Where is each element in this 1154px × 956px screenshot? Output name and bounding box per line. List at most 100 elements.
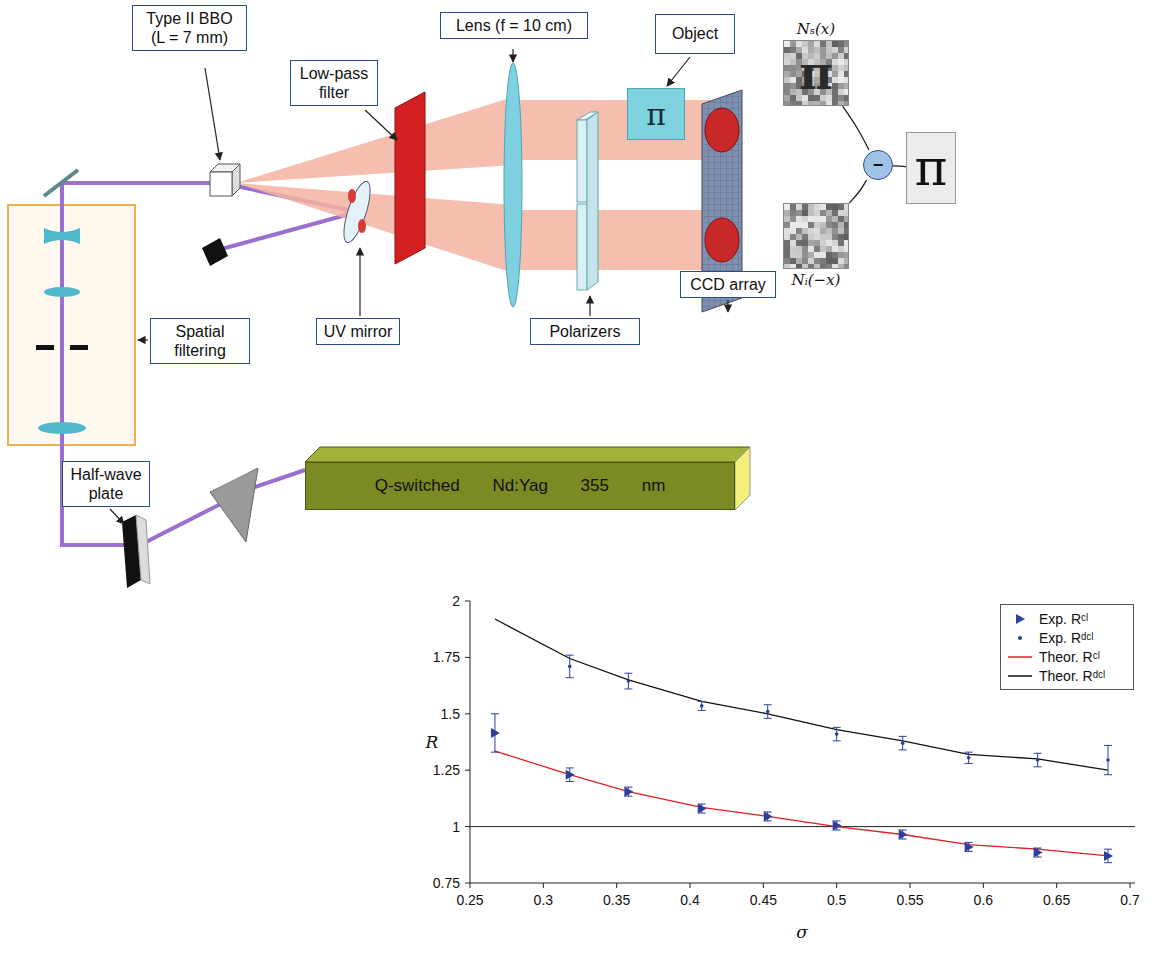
noise-pixel <box>826 264 832 269</box>
noise-pixel <box>790 234 796 240</box>
tick-label: 0.5 <box>827 892 846 908</box>
noise-pixel <box>826 240 832 246</box>
tick <box>465 883 470 884</box>
noise-pixel <box>844 222 849 228</box>
noise-pixel <box>784 222 790 228</box>
noise-pixel <box>832 65 838 71</box>
label-box: UV mirror <box>316 318 400 345</box>
error-bar <box>491 714 499 752</box>
noise-pixel <box>790 89 796 95</box>
noise-pixel <box>832 204 838 210</box>
tick-label: 0.4 <box>680 892 699 908</box>
noise-pixel <box>790 83 796 89</box>
noise-pixel <box>844 246 849 252</box>
noise-pixel <box>784 59 790 65</box>
legend-text: Exp. Rᵈᶜˡ <box>1039 630 1093 646</box>
noise-pixel <box>844 71 849 77</box>
error-bar <box>566 655 574 678</box>
prism-face <box>210 468 258 492</box>
noise-pixel <box>844 83 849 89</box>
noise-pixel <box>808 246 814 252</box>
data-point <box>766 710 770 714</box>
noisy-image <box>783 203 849 269</box>
noise-pixel <box>790 216 796 222</box>
laser-end <box>735 447 750 510</box>
leader-line <box>359 248 360 316</box>
label-text: Lens (f = 10 cm) <box>456 16 572 35</box>
signal-beam <box>513 100 725 160</box>
legend-entry: Exp. Rᵈᶜˡ <box>1007 628 1127 647</box>
noise-pixel <box>832 252 838 258</box>
noise-pixel <box>820 240 826 246</box>
label-text: Polarizers <box>549 322 620 341</box>
data-point <box>491 728 500 738</box>
data-point <box>967 756 971 760</box>
label-box: Type II BBO (L = 7 mm) <box>132 5 247 51</box>
node-text: − <box>873 155 884 176</box>
tick-label: 1.25 <box>433 762 460 778</box>
tick-label: 0.3 <box>534 892 553 908</box>
leader-line <box>110 509 124 524</box>
noise-pixel <box>832 210 838 216</box>
error-bar <box>566 768 574 782</box>
noise-pixel <box>814 240 820 246</box>
legend-sample <box>1007 632 1033 644</box>
noise-pixel <box>838 228 844 234</box>
uv-mirror <box>339 179 376 245</box>
label-box: CCD array <box>680 271 776 298</box>
noise-pixel <box>808 252 814 258</box>
bbo-crystal <box>210 172 232 196</box>
label-text: Low-pass filter <box>296 64 372 102</box>
legend-text: Exp. Rᶜˡ <box>1039 611 1088 627</box>
noise-pixel <box>844 228 849 234</box>
noise-pixel <box>826 216 832 222</box>
image-label: Nᵢ(−x) <box>792 269 841 291</box>
noise-pixel <box>790 53 796 59</box>
noise-pixel <box>814 264 820 269</box>
noise-pixel <box>796 240 802 246</box>
noise-pixel <box>784 71 790 77</box>
tick-label: 0.6 <box>974 892 993 908</box>
noise-pixel <box>820 204 826 210</box>
noise-pixel <box>844 210 849 216</box>
data-point <box>764 811 773 821</box>
line-sample <box>1008 675 1032 677</box>
noise-pixel <box>790 258 796 264</box>
tick-label: 1 <box>452 819 460 835</box>
laser-top <box>305 447 750 462</box>
noise-pixel <box>802 240 808 246</box>
noise-pixel <box>784 95 790 101</box>
noise-pixel <box>814 246 820 252</box>
noise-pixel <box>838 59 844 65</box>
noise-pixel <box>802 101 808 106</box>
result-image: π <box>906 132 956 204</box>
noise-pixel <box>814 234 820 240</box>
noise-pixel <box>844 59 849 65</box>
legend-text: Theor. Rᵈᶜˡ <box>1039 668 1105 684</box>
noise-pixel <box>838 234 844 240</box>
noise-pixel <box>838 246 844 252</box>
tick <box>690 883 691 888</box>
label-box: Low-pass filter <box>290 60 378 106</box>
idler-cone <box>236 183 513 273</box>
noise-pixel <box>820 210 826 216</box>
signal-cone <box>236 97 513 183</box>
noise-pixel <box>820 252 826 258</box>
noise-pixel <box>844 258 849 264</box>
theory-cl-curve <box>495 751 1108 856</box>
noise-pixel <box>832 222 838 228</box>
tick <box>470 883 471 888</box>
noise-pixel <box>814 252 820 258</box>
noise-pixel <box>802 234 808 240</box>
idler-spot <box>705 218 739 262</box>
low-pass-filter <box>395 92 425 264</box>
noise-pixel <box>832 53 838 59</box>
error-bar <box>899 736 907 750</box>
noise-pixel <box>820 216 826 222</box>
noise-pixel <box>838 41 844 47</box>
label-box: Polarizers <box>530 318 640 345</box>
error-bar <box>1104 745 1112 774</box>
noise-pixel <box>802 228 808 234</box>
noise-pixel <box>838 222 844 228</box>
